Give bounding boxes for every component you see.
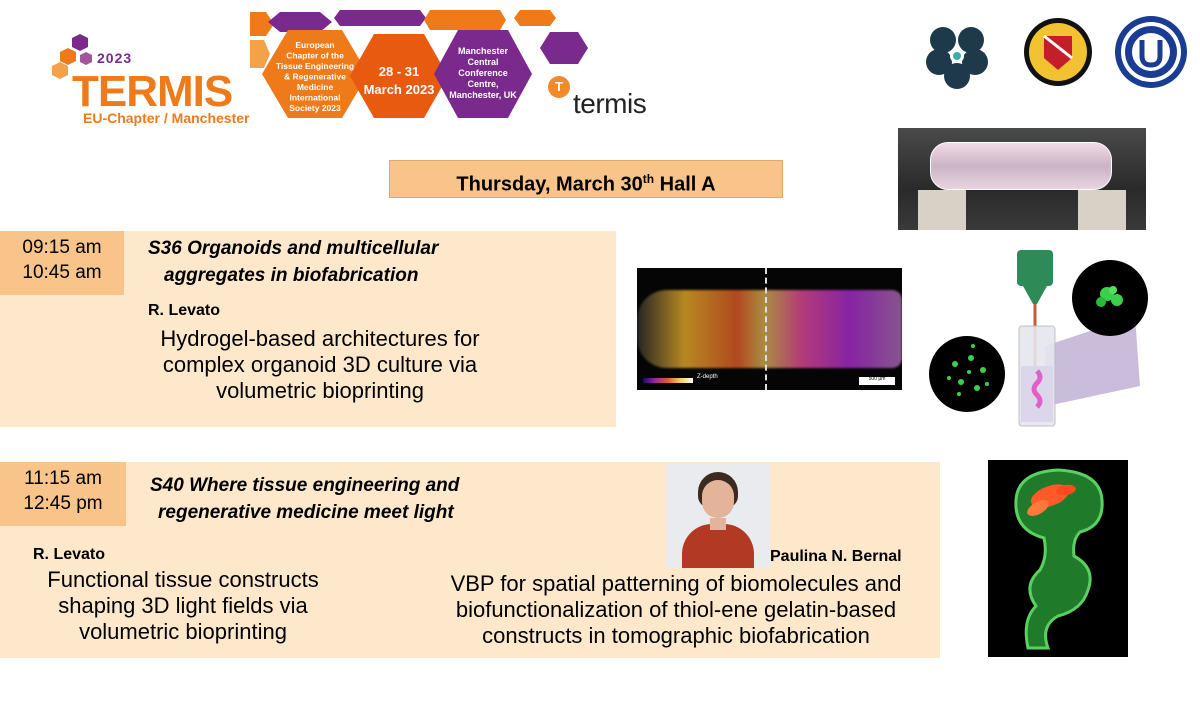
- title-line: S36 Organoids and multicellular: [148, 238, 439, 259]
- university-seal-icon: [1024, 18, 1092, 86]
- bioprinting-schematic: [929, 250, 1148, 427]
- zdepth-microscopy-image: Z-depth 500 µm: [637, 268, 902, 390]
- banner-text-line: & Regenerative: [284, 72, 346, 82]
- date-ordinal: th: [642, 172, 655, 186]
- time-start: 09:15 am: [22, 237, 102, 258]
- banner-text-line: Manchester, UK: [449, 90, 517, 100]
- zdepth-label: Z-depth: [697, 374, 718, 380]
- banner-text-line: Conference: [458, 68, 508, 78]
- clover-logo-icon: [926, 27, 988, 89]
- logo-word: TERMIS: [72, 67, 233, 116]
- honeycomb-logo-icon: [52, 34, 92, 79]
- session-s40: [0, 462, 940, 658]
- dates-hex: [350, 34, 448, 118]
- logo-year: 2023: [97, 50, 133, 66]
- banner-text-line: Central: [467, 57, 498, 67]
- speaker-name: R. Levato: [33, 546, 106, 563]
- talk-line: constructs in tomographic biofabrication: [482, 623, 870, 648]
- talk-line: biofunctionalization of thiol-ene gelati…: [455, 597, 897, 622]
- talk-line: VBP for spatial patterning of biomolecul…: [450, 571, 902, 596]
- banner-text-line: Tissue Engineering: [276, 61, 354, 71]
- university-logos: [926, 16, 1187, 89]
- title-line: aggregates in biofabrication: [164, 265, 419, 286]
- title-line: S40 Where tissue engineering and: [150, 475, 460, 496]
- banner-text-line: Manchester: [458, 46, 509, 56]
- banner-text-line: Medicine: [297, 82, 334, 92]
- talk-title: Hydrogel-based architectures for complex…: [124, 326, 516, 404]
- time-end: 10:45 am: [22, 262, 102, 283]
- termis-small-logo: T termis: [548, 74, 688, 124]
- talk-line: volumetric bioprinting: [216, 378, 424, 403]
- utrecht-sun-logo-icon: [1115, 16, 1187, 88]
- society-hex: [262, 30, 368, 118]
- talk-line: volumetric bioprinting: [79, 619, 287, 644]
- session-s36-time: 09:15 am 10:45 am: [0, 231, 124, 295]
- time-start: 11:15 am: [24, 468, 102, 489]
- termis-mark-icon: T: [548, 76, 570, 98]
- scale-bar-label: 500 µm: [868, 376, 886, 382]
- talk-line: shaping 3D light fields via: [58, 593, 308, 618]
- hall-text: Hall A: [654, 173, 716, 196]
- date-text: Thursday, March 30: [456, 173, 643, 196]
- title-line: regenerative medicine meet light: [158, 502, 454, 523]
- session-s40-title: S40 Where tissue engineering and regener…: [150, 472, 650, 526]
- talk-title: VBP for spatial patterning of biomolecul…: [412, 571, 940, 649]
- talk-title: Functional tissue constructs shaping 3D …: [0, 567, 366, 645]
- talk-line: Hydrogel-based architectures for: [160, 326, 480, 351]
- session-s36-title: S36 Organoids and multicellular aggregat…: [148, 235, 608, 289]
- time-end: 12:45 pm: [23, 493, 103, 514]
- logo-subtitle: EU-Chapter / Manchester: [83, 110, 250, 126]
- banner-dates-text: 28 - 31 March 2023: [364, 64, 435, 97]
- talk-line: Functional tissue constructs: [47, 567, 319, 592]
- banner-text-line: March 2023: [364, 82, 435, 97]
- speaker-name: R. Levato: [148, 302, 221, 319]
- session-s40-time: 11:15 am 12:45 pm: [0, 462, 126, 526]
- talk-line: complex organoid 3D culture via: [162, 352, 478, 377]
- banner-text-line: International: [289, 93, 340, 103]
- banner-text-line: European: [295, 40, 334, 50]
- banner-text-line: Society 2023: [289, 103, 341, 113]
- construct-photo: [898, 128, 1146, 230]
- banner-text-line: 28 - 31: [379, 64, 419, 79]
- speaker-photo: [666, 464, 770, 568]
- speaker-name: Paulina N. Bernal: [770, 548, 902, 565]
- termis-word: termis: [573, 88, 647, 119]
- date-banner: Thursday, March 30th Hall A: [389, 160, 783, 198]
- banner-text-line: Centre,: [467, 79, 498, 89]
- banner-text-line: Chapter of the: [286, 51, 344, 61]
- termis-2023-logo: 2023 TERMIS EU-Chapter / Manchester: [50, 30, 249, 130]
- venue-hex: [434, 30, 532, 118]
- fluorescence-organoid-image: [988, 460, 1128, 657]
- banner-venue-text: ManchesterCentralConferenceCentre,Manche…: [449, 46, 517, 100]
